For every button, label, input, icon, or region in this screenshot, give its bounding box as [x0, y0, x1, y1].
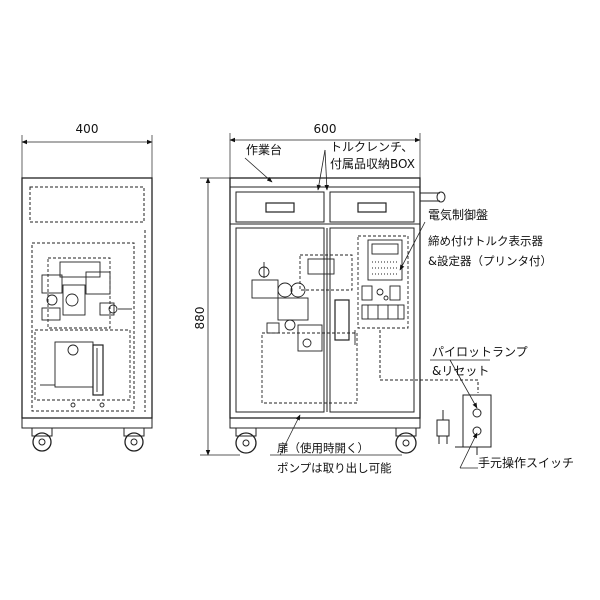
- label-hand-switch: 手元操作スイッチ: [478, 455, 574, 470]
- label-torque-wrench-2: 付属品収納BOX: [330, 157, 415, 171]
- label-door-1: 扉（使用時開く）: [277, 441, 369, 455]
- power-plug: [436, 410, 450, 444]
- height-dimension: 880: [193, 307, 207, 330]
- front-width-dimension: 600: [314, 122, 337, 136]
- label-torque-wrench-1: トルクレンチ、: [330, 140, 413, 154]
- label-torque-display-2: &設定器（プリンタ付）: [428, 254, 552, 268]
- label-workbench: 作業台: [246, 142, 282, 157]
- leader-lines: [244, 149, 490, 469]
- label-torque-display-1: 締め付けトルク表示器: [428, 234, 543, 248]
- front-view: [200, 133, 492, 456]
- side-pump-unit: [34, 257, 132, 408]
- drawer-left: [235, 191, 325, 223]
- front-caster-left: [235, 427, 257, 454]
- front-caster-right: [395, 427, 417, 454]
- door-right: [329, 227, 415, 413]
- label-pilot-lamp-2: &リセット: [432, 364, 489, 378]
- side-handle: [420, 191, 446, 203]
- label-pilot-lamp-1: パイロットランプ: [432, 345, 528, 359]
- side-view: [21, 135, 153, 452]
- side-caster-left: [31, 427, 53, 452]
- pilot-lamp-switch-box: [455, 394, 492, 455]
- label-control-panel: 電気制御盤: [428, 207, 488, 222]
- drawer-right: [329, 191, 415, 223]
- control-panel-unit: [357, 235, 409, 329]
- door-left: [235, 227, 325, 413]
- side-width-dimension: 400: [76, 122, 99, 136]
- side-caster-right: [123, 427, 145, 452]
- front-pump-unit: [251, 254, 358, 404]
- label-door-2: ポンプは取り出し可能: [277, 461, 392, 475]
